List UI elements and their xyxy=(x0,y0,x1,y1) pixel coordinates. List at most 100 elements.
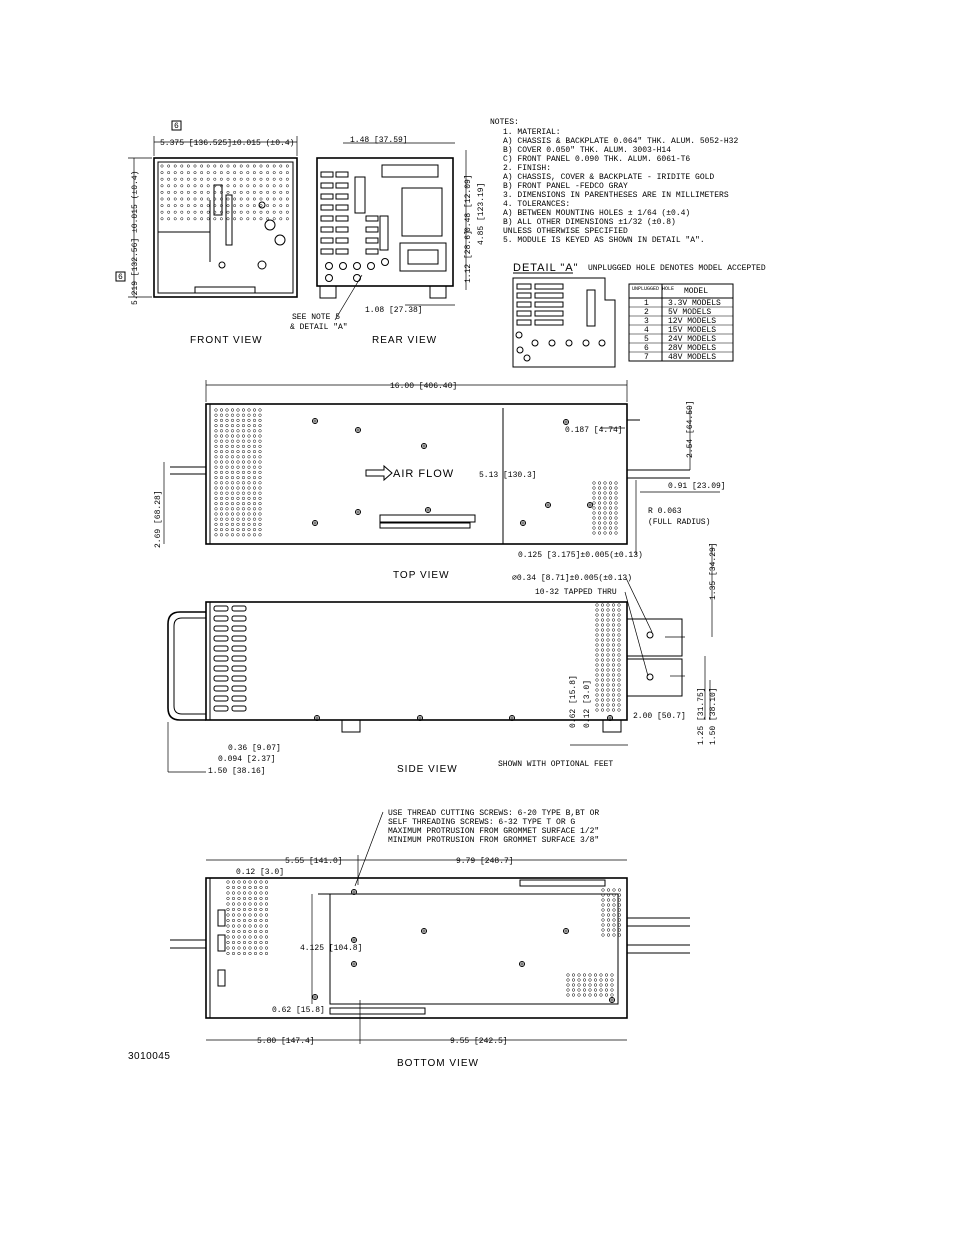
vent-hole xyxy=(247,512,251,516)
vent-hole xyxy=(226,913,230,917)
side-d-dim: 1.25 [31.75] xyxy=(697,687,706,745)
vent-hole xyxy=(247,502,251,506)
vent-hole xyxy=(230,496,235,500)
vent-hole xyxy=(603,496,607,500)
vent-hole xyxy=(225,502,229,506)
vent-hole xyxy=(614,486,618,490)
vent-hole xyxy=(214,486,218,490)
vent-hole xyxy=(230,429,235,433)
vent-hole xyxy=(604,978,609,982)
vent-hole xyxy=(236,522,240,526)
vent-slot xyxy=(335,193,349,200)
vent-hole xyxy=(248,935,252,939)
vent-hole xyxy=(247,455,251,459)
vent-hole xyxy=(213,217,217,221)
vent-hole xyxy=(239,217,243,221)
vent-hole xyxy=(230,528,235,532)
vent-hole xyxy=(226,907,230,912)
vent-hole xyxy=(252,465,257,469)
vent-hole xyxy=(241,439,246,443)
vent-hole xyxy=(252,450,257,454)
vent-hole xyxy=(606,663,610,667)
vent-hole xyxy=(219,470,224,474)
vent-hole xyxy=(160,171,164,175)
vent-hole xyxy=(258,476,262,480)
vent-slot xyxy=(335,171,349,178)
vent-hole xyxy=(252,429,257,433)
vent-hole xyxy=(252,486,257,490)
vent-hole xyxy=(247,429,251,433)
vent-hole xyxy=(606,928,611,932)
table-model-cell: 12V MODELS xyxy=(668,317,716,326)
vent-hole xyxy=(582,978,587,982)
vent-hole xyxy=(180,171,184,175)
vent-hole xyxy=(241,486,246,490)
vent-hole xyxy=(173,171,177,175)
vent-hole xyxy=(160,184,164,188)
vent-hole xyxy=(236,434,240,438)
vent-hole xyxy=(167,171,171,175)
vent-hole xyxy=(213,164,217,168)
vent-slot xyxy=(365,215,379,222)
vent-hole xyxy=(247,470,251,474)
key-hole xyxy=(381,258,389,266)
vent-hole xyxy=(259,929,263,934)
vent-hole xyxy=(214,460,218,464)
vent-hole xyxy=(264,918,269,923)
vent-hole xyxy=(600,693,605,697)
vent-hole xyxy=(219,491,224,495)
bottom-bot-right: 9.55 [242.5] xyxy=(450,1037,508,1046)
vent-hole xyxy=(219,408,224,412)
vent-hole xyxy=(219,496,224,500)
vent-hole xyxy=(239,177,243,181)
vent-hole xyxy=(253,924,258,928)
vent-hole xyxy=(225,507,229,511)
vent-hole xyxy=(246,210,250,214)
vent-hole xyxy=(279,171,283,175)
vent-hole xyxy=(258,450,262,454)
vent-hole xyxy=(237,913,241,917)
vent-hole xyxy=(242,913,247,917)
key-hole xyxy=(548,339,556,347)
vent-hole xyxy=(180,164,184,168)
vent-slot xyxy=(231,615,247,622)
vent-hole xyxy=(595,628,599,632)
key-hole xyxy=(582,339,590,347)
vent-hole xyxy=(219,434,224,438)
vent-hole xyxy=(595,673,599,677)
vent-slot xyxy=(516,319,532,326)
vent-hole xyxy=(226,935,230,939)
vent-slot xyxy=(335,215,349,222)
vent-hole xyxy=(272,171,276,175)
vent-hole xyxy=(230,481,235,485)
notes-title: NOTES: xyxy=(490,118,519,127)
vent-hole xyxy=(252,491,257,495)
vent-hole xyxy=(614,521,618,525)
vent-hole xyxy=(167,184,171,188)
vent-hole xyxy=(600,708,605,712)
vent-hole xyxy=(264,880,269,884)
vent-hole xyxy=(193,197,197,201)
front-width-dim: 5.375 [136.525]±0.015 (±0.4) xyxy=(160,139,294,148)
vent-hole xyxy=(193,184,197,188)
vent-hole xyxy=(247,491,251,495)
vent-hole xyxy=(219,507,224,511)
vent-hole xyxy=(252,460,257,464)
vent-hole xyxy=(252,533,257,537)
vent-hole xyxy=(225,486,229,490)
vent-hole xyxy=(259,210,263,214)
vent-hole xyxy=(206,190,210,194)
vent-hole xyxy=(236,486,240,490)
vent-hole xyxy=(248,913,252,917)
side-a-dim: 0.62 [15.8] xyxy=(569,675,578,728)
vent-hole xyxy=(617,613,621,617)
drawing-number: 3010045 xyxy=(128,1051,170,1062)
vent-hole xyxy=(595,658,599,662)
vent-hole xyxy=(617,918,622,922)
side-f-dim: 0.36 [9.07] xyxy=(228,744,281,753)
vent-hole xyxy=(226,946,230,950)
vent-hole xyxy=(258,517,262,521)
vent-hole xyxy=(167,204,171,208)
vent-hole xyxy=(259,902,263,906)
vent-hole xyxy=(160,164,164,168)
